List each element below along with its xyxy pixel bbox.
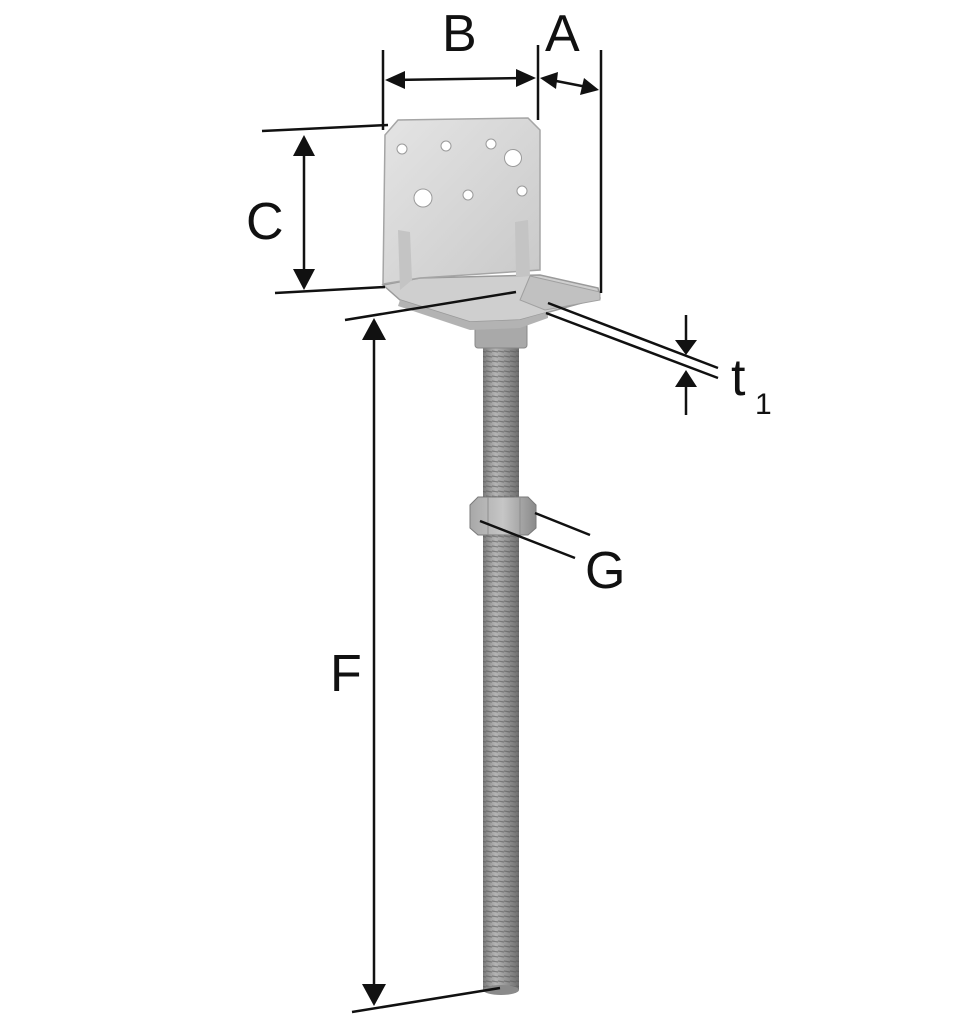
arrow-c-top bbox=[293, 135, 315, 156]
arrow-t1-top bbox=[675, 340, 697, 355]
dimension-label-b: B bbox=[442, 5, 477, 63]
l-bracket bbox=[381, 117, 601, 330]
arrow-f-top bbox=[362, 318, 386, 340]
dimension-label-g: G bbox=[585, 542, 626, 600]
arrow-t1-bottom bbox=[675, 370, 697, 387]
arrow-b-left bbox=[385, 71, 405, 89]
dimension-label-t1: t bbox=[731, 349, 746, 407]
arrow-f-bottom bbox=[362, 984, 386, 1006]
arrow-a-right bbox=[580, 78, 599, 95]
arrow-c-bottom bbox=[293, 269, 315, 290]
bracket-holes bbox=[396, 138, 528, 208]
arrow-b-right bbox=[516, 69, 536, 87]
dimension-lines bbox=[261, 45, 719, 1014]
dimension-label-c: C bbox=[246, 193, 284, 251]
arrow-a-left bbox=[540, 72, 558, 89]
threaded-rod bbox=[483, 340, 519, 995]
hex-nut bbox=[469, 496, 537, 536]
arrow-heads bbox=[293, 69, 697, 1006]
dimension-label-f: F bbox=[330, 645, 362, 703]
dimension-label-t1-subscript: 1 bbox=[755, 388, 772, 421]
dimension-label-a: A bbox=[545, 5, 580, 63]
